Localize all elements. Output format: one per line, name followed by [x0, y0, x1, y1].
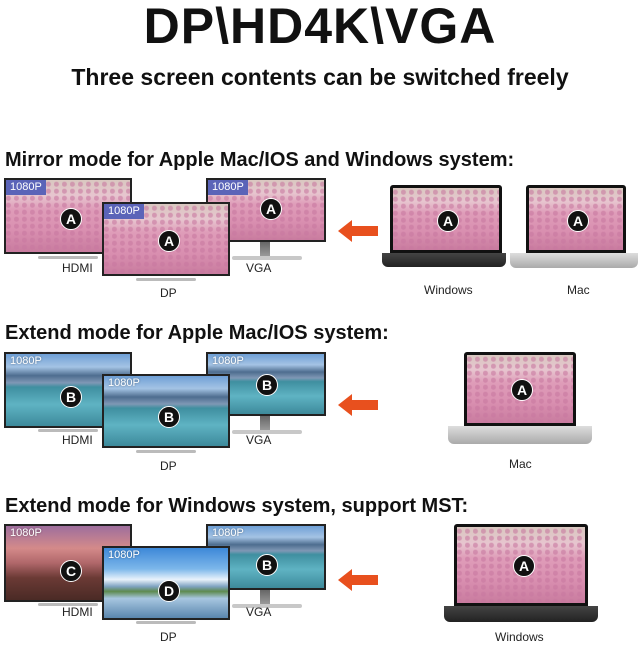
- mac-laptop-keyboard: [448, 426, 592, 444]
- content-marker: A: [260, 198, 282, 220]
- monitor-base: [232, 430, 302, 434]
- port-label-vga: VGA: [246, 605, 272, 619]
- windows-laptop-keyboard: [382, 253, 506, 267]
- section-heading-extend-mode-apple: Extend mode for Apple Mac/IOS system:: [5, 322, 389, 344]
- content-marker: B: [256, 554, 278, 576]
- resolution-badge: 1080P: [108, 549, 140, 561]
- tv-stand: [136, 450, 196, 453]
- arrow-left-icon: [338, 569, 378, 591]
- resolution-badge: 1080P: [212, 527, 244, 539]
- resolution-badge: 1080P: [208, 180, 248, 195]
- resolution-badge: 1080P: [104, 204, 144, 219]
- content-marker: A: [513, 555, 535, 577]
- resolution-badge: 1080P: [10, 355, 42, 367]
- content-marker: B: [256, 374, 278, 396]
- resolution-badge: 1080P: [6, 180, 46, 195]
- tv-stand: [38, 429, 98, 432]
- section-heading-mirror-mode: Mirror mode for Apple Mac/IOS and Window…: [5, 149, 515, 171]
- dp-display: 1080P A: [102, 202, 230, 276]
- content-marker: A: [511, 379, 533, 401]
- mac-laptop-screen: A: [464, 352, 576, 426]
- content-marker: B: [158, 406, 180, 428]
- arrow-left-icon: [338, 220, 378, 242]
- monitor-base: [232, 256, 302, 260]
- port-label-hdmi: HDMI: [62, 605, 93, 619]
- resolution-badge: 1080P: [10, 527, 42, 539]
- os-label-windows: Windows: [495, 630, 544, 644]
- monitor-neck: [260, 590, 270, 604]
- os-label-windows: Windows: [424, 283, 473, 297]
- page-title: DP\HD4K\VGA: [143, 0, 497, 54]
- tv-stand: [136, 621, 196, 624]
- tv-stand: [136, 278, 196, 281]
- windows-laptop-screen: A: [390, 185, 502, 253]
- windows-laptop-screen: A: [454, 524, 588, 606]
- mac-laptop-screen: A: [526, 185, 626, 253]
- content-marker: A: [437, 210, 459, 232]
- tv-stand: [38, 256, 98, 259]
- port-label-dp: DP: [160, 459, 177, 473]
- windows-laptop-keyboard: [444, 606, 598, 622]
- arrow-left-icon: [338, 394, 378, 416]
- resolution-badge: 1080P: [212, 355, 244, 367]
- content-marker: A: [567, 210, 589, 232]
- monitor-neck: [260, 242, 270, 256]
- content-marker: A: [158, 230, 180, 252]
- port-label-vga: VGA: [246, 261, 272, 275]
- content-marker: D: [158, 580, 180, 602]
- tv-stand: [38, 603, 98, 606]
- port-label-vga: VGA: [246, 433, 272, 447]
- resolution-badge: 1080P: [108, 377, 140, 389]
- mac-laptop-keyboard: [510, 253, 638, 268]
- dp-display: 1080P D: [102, 546, 230, 620]
- port-label-dp: DP: [160, 630, 177, 644]
- os-label-mac: Mac: [509, 457, 532, 471]
- page-subtitle: Three screen contents can be switched fr…: [71, 64, 569, 90]
- monitor-base: [232, 604, 302, 608]
- port-label-hdmi: HDMI: [62, 261, 93, 275]
- port-label-hdmi: HDMI: [62, 433, 93, 447]
- port-label-dp: DP: [160, 286, 177, 300]
- monitor-neck: [260, 416, 270, 430]
- content-marker: C: [60, 560, 82, 582]
- content-marker: A: [60, 208, 82, 230]
- content-marker: B: [60, 386, 82, 408]
- section-heading-extend-mode-windows: Extend mode for Windows system, support …: [5, 495, 469, 517]
- dp-display: 1080P B: [102, 374, 230, 448]
- os-label-mac: Mac: [567, 283, 590, 297]
